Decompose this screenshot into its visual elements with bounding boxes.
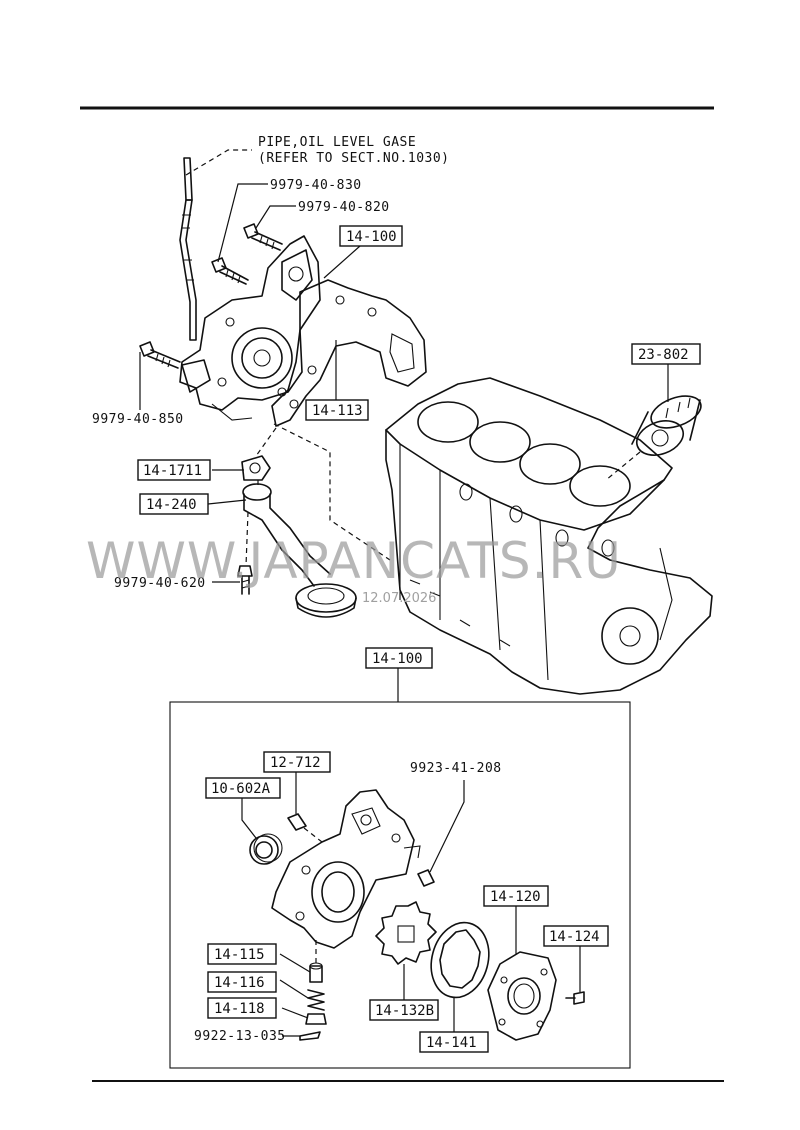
svg-text:23-802: 23-802 bbox=[638, 347, 689, 363]
box-14-118: 14-118 bbox=[207, 997, 277, 1019]
oil-pump-assembly bbox=[179, 235, 321, 421]
pin-035-label: 9922-13-035 bbox=[194, 1029, 286, 1044]
pipe-label-line2: (REFER TO SECT.NO.1030) bbox=[258, 151, 450, 166]
block-dash bbox=[273, 423, 391, 561]
svg-text:14-1711: 14-1711 bbox=[143, 463, 202, 479]
pump-cover bbox=[487, 951, 557, 1041]
box-14-124: 14-124 bbox=[543, 925, 609, 947]
svg-text:14-132B: 14-132B bbox=[375, 1003, 434, 1019]
seal-pin bbox=[287, 813, 307, 831]
bolt-820-label: 9979-40-820 bbox=[298, 200, 390, 215]
leader-14-100-top bbox=[323, 245, 361, 279]
box-14-113: 14-113 bbox=[305, 399, 369, 421]
svg-text:14-113: 14-113 bbox=[312, 403, 363, 419]
svg-text:14-240: 14-240 bbox=[146, 497, 197, 513]
svg-text:12-712: 12-712 bbox=[270, 755, 321, 771]
svg-text:14-118: 14-118 bbox=[214, 1001, 265, 1017]
svg-text:10-602A: 10-602A bbox=[211, 781, 271, 797]
svg-text:14-141: 14-141 bbox=[426, 1035, 477, 1051]
svg-text:14-115: 14-115 bbox=[214, 947, 265, 963]
watermark: WWW.JAPANCATS.RU bbox=[86, 532, 622, 590]
watermark-date: 12.07.2026 bbox=[362, 591, 436, 606]
box-14-100-detail: 14-100 bbox=[365, 647, 433, 669]
bolt-830-label: 9979-40-830 bbox=[270, 178, 362, 193]
box-12-712: 12-712 bbox=[263, 751, 331, 773]
inner-rotor bbox=[375, 901, 437, 965]
svg-text:14-100: 14-100 bbox=[372, 651, 423, 667]
box-14-1711: 14-1711 bbox=[137, 459, 211, 481]
svg-text:14-124: 14-124 bbox=[549, 929, 600, 945]
cylinder-block bbox=[385, 377, 713, 695]
bolt-850 bbox=[139, 341, 181, 369]
box-14-240: 14-240 bbox=[139, 493, 209, 515]
bolt-620 bbox=[237, 565, 253, 595]
strainer-dash bbox=[245, 427, 277, 567]
oil-seal bbox=[249, 833, 283, 865]
leader-830 bbox=[217, 183, 268, 263]
pipe-label-line1: PIPE,OIL LEVEL GASE bbox=[258, 135, 416, 150]
box-14-141: 14-141 bbox=[419, 1031, 489, 1053]
leader-14-115 bbox=[279, 953, 311, 973]
pin-208 bbox=[417, 869, 435, 887]
bolt-820 bbox=[243, 223, 283, 251]
dash-12-712 bbox=[303, 827, 323, 843]
oil-strainer bbox=[242, 483, 357, 618]
svg-text:14-116: 14-116 bbox=[214, 975, 265, 991]
filter-dash bbox=[605, 451, 641, 481]
leader-820 bbox=[255, 205, 296, 229]
bolt-830 bbox=[211, 257, 249, 285]
outer-rotor bbox=[430, 921, 490, 999]
box-14-100-top: 14-100 bbox=[339, 225, 403, 247]
detail-frame bbox=[169, 701, 631, 1069]
pin-208-label: 9923-41-208 bbox=[410, 761, 502, 776]
svg-text:14-100: 14-100 bbox=[346, 229, 397, 245]
plug bbox=[305, 1013, 327, 1025]
cotter-pin bbox=[299, 1031, 321, 1041]
svg-text:14-120: 14-120 bbox=[490, 889, 541, 905]
leader-208 bbox=[429, 780, 465, 873]
box-23-802: 23-802 bbox=[631, 343, 701, 365]
pipe-leader bbox=[185, 149, 252, 176]
bolt-850-label: 9979-40-850 bbox=[92, 412, 184, 427]
oil-level-pipe bbox=[179, 157, 197, 341]
bolt-620-label: 9979-40-620 bbox=[114, 576, 206, 591]
strainer-gasket bbox=[241, 455, 271, 481]
leader-14-240 bbox=[207, 499, 247, 505]
box-14-120: 14-120 bbox=[483, 885, 549, 907]
box-10-602A: 10-602A bbox=[205, 777, 281, 799]
pump-body-detail bbox=[271, 789, 421, 949]
pump-gasket bbox=[271, 279, 427, 427]
oil-filter bbox=[631, 395, 702, 456]
plunger bbox=[309, 962, 323, 983]
screw-124 bbox=[565, 991, 585, 1005]
box-14-115: 14-115 bbox=[207, 943, 277, 965]
box-14-116: 14-116 bbox=[207, 971, 277, 993]
leader-14-118 bbox=[281, 1007, 309, 1019]
box-14-132B: 14-132B bbox=[369, 999, 439, 1021]
leader-14-116 bbox=[279, 979, 309, 999]
leader-10-602A bbox=[241, 796, 257, 839]
spring bbox=[307, 989, 325, 1011]
